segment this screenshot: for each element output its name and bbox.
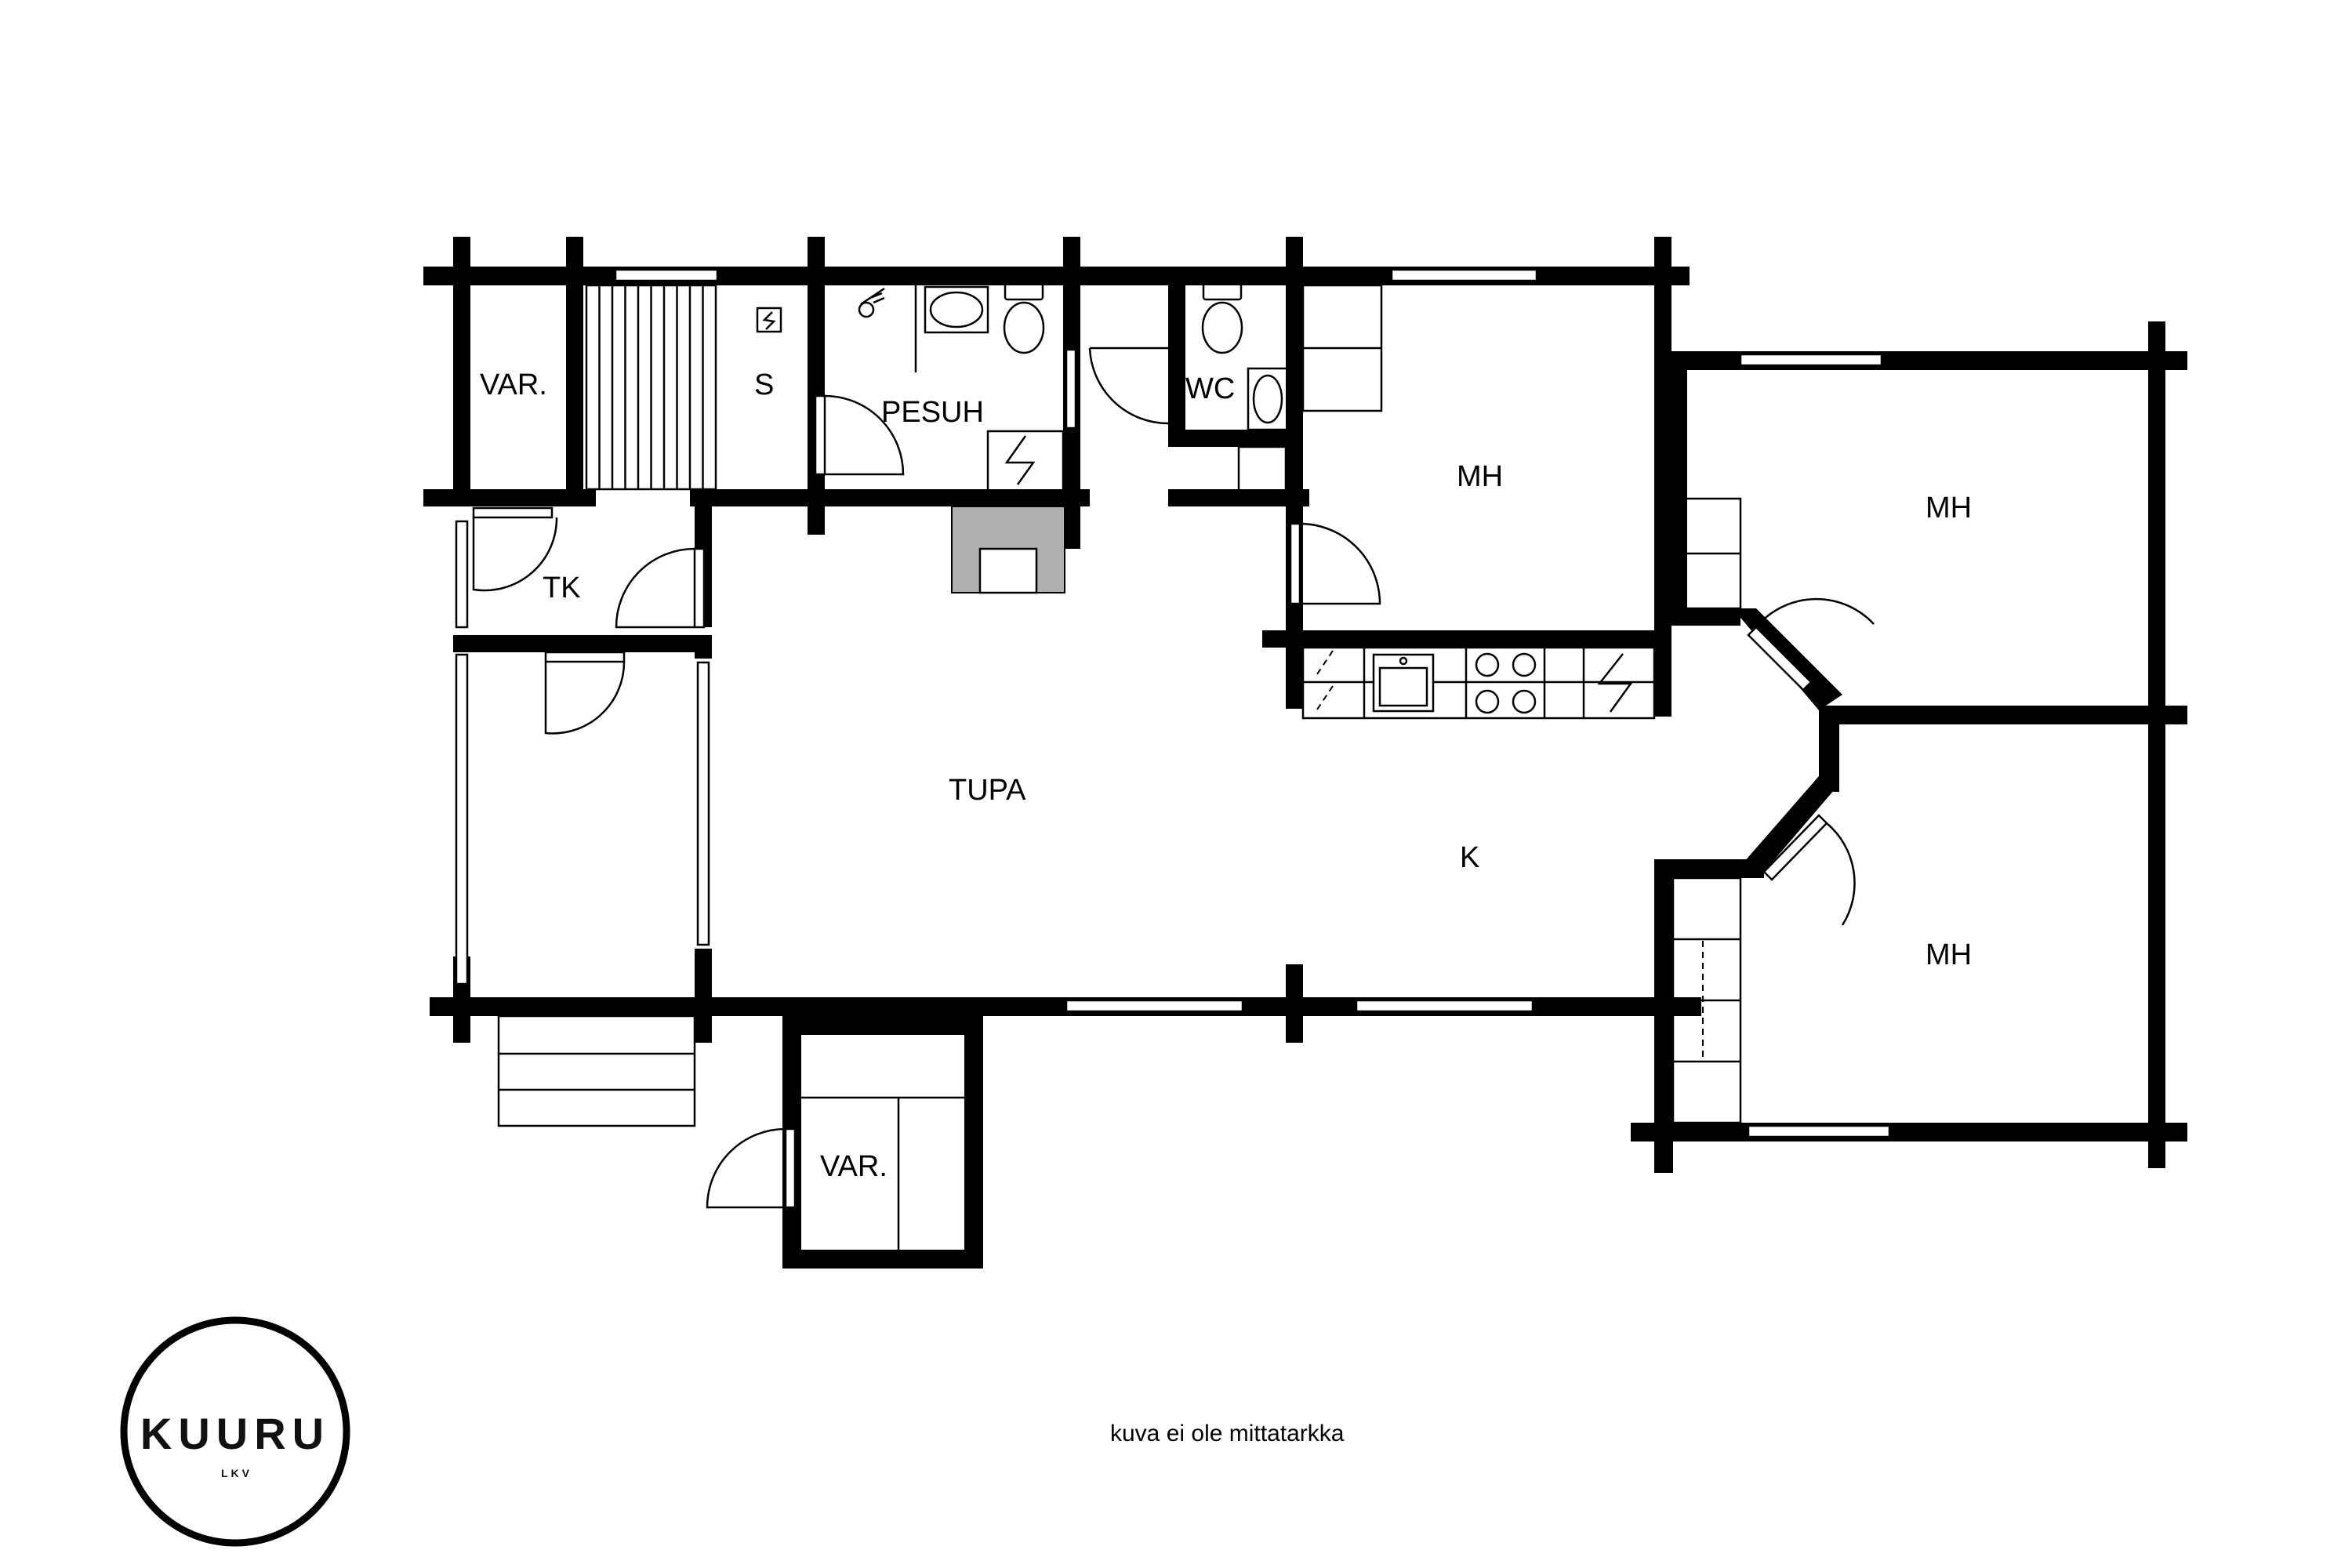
electric-panel-icon [986, 430, 1065, 492]
room-label-sauna: S [754, 368, 774, 401]
room-label-mh-3: MH [1926, 938, 1972, 971]
storage-shelves [801, 1096, 964, 1250]
stove-icon [1475, 652, 1537, 714]
toilet-icon [1003, 282, 1045, 354]
windows [455, 268, 1891, 1138]
walls [423, 237, 2187, 1269]
room-label-var-top: VAR. [480, 368, 547, 401]
closets [1237, 284, 1742, 1124]
washbasin-icon [924, 285, 989, 334]
logo-name: KUURU [140, 1409, 330, 1458]
fridge-icon [1597, 653, 1633, 713]
sink-icon [1372, 653, 1435, 713]
logo-sub: LKV [221, 1467, 252, 1479]
room-label-mh-1: MH [1457, 460, 1503, 493]
kitchen-counter [1301, 646, 1656, 720]
room-label-wc: WC [1185, 372, 1235, 405]
room-labels: VAR. S PESUH WC MH MH MH TK TUPA K VAR. [480, 368, 1972, 1183]
room-label-mh-2: MH [1926, 492, 1972, 524]
kuuru-logo: KUURU LKV [120, 1316, 350, 1547]
wc-washbasin-icon [1247, 367, 1289, 431]
shower-icon [858, 282, 917, 372]
room-label-tk: TK [543, 572, 581, 604]
sauna-bench-slats [598, 285, 704, 489]
wc-toilet-icon [1201, 282, 1243, 354]
scale-disclaimer: kuva ei ole mittatarkka [1110, 1421, 1345, 1446]
room-label-pesuh: PESUH [881, 396, 984, 429]
doors [472, 347, 1875, 1209]
fireplace-icon [951, 506, 1065, 594]
room-label-var-bottom: VAR. [820, 1150, 887, 1183]
room-label-kitchen: K [1460, 841, 1479, 874]
sauna-heater-icon [756, 307, 782, 333]
room-label-tupa: TUPA [949, 774, 1026, 807]
entrance-steps [497, 1014, 696, 1127]
